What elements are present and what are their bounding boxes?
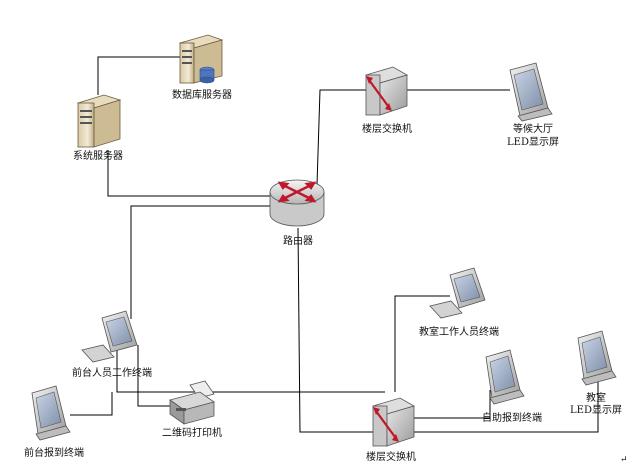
router-label: 路由器 bbox=[283, 236, 313, 247]
self-checkin-terminal-label: 自助报到终端 bbox=[482, 413, 542, 424]
database-server-icon bbox=[178, 34, 224, 84]
front-checkin-terminal-label: 前台报到终端 bbox=[24, 448, 84, 459]
paragraph-mark: ↵ bbox=[620, 455, 628, 465]
switch-icon-bottom bbox=[371, 397, 416, 447]
system-server-icon bbox=[76, 94, 122, 148]
switch-icon-top bbox=[364, 66, 409, 116]
front-desk-terminal-label: 前台人员工作终端 bbox=[72, 368, 152, 379]
workstation-icon-front-desk bbox=[81, 310, 138, 363]
link-system-db bbox=[97, 56, 180, 95]
link-frontdesk-printer bbox=[137, 345, 170, 407]
link-switch-classroom-display bbox=[413, 380, 599, 433]
printer-icon bbox=[169, 380, 215, 425]
switch-top-label: 楼层交换机 bbox=[362, 124, 412, 135]
waiting-hall-label-line2: LED显示屏 bbox=[507, 137, 559, 148]
monitor-icon-self-checkin bbox=[485, 349, 525, 405]
link-system-router bbox=[107, 150, 270, 197]
classroom-display-label-line1: 教室 bbox=[586, 393, 606, 404]
link-switch-clinic-terminal bbox=[394, 295, 450, 392]
link-router-front-desk bbox=[130, 205, 270, 319]
connection-lines bbox=[70, 56, 599, 433]
monitor-icon-classroom bbox=[577, 330, 617, 386]
system-server-label: 系统服务器 bbox=[73, 151, 123, 162]
classroom-display-label-line2: LED显示屏 bbox=[570, 405, 622, 416]
qr-printer-label: 二维码打印机 bbox=[162, 428, 222, 439]
link-router-switch-top bbox=[316, 89, 366, 186]
monitor-icon-waiting-hall bbox=[509, 62, 553, 122]
clinic-staff-terminal-label: 教室工作人员终端 bbox=[419, 327, 499, 338]
switch-bottom-label: 楼层交换机 bbox=[366, 452, 416, 463]
router-icon bbox=[269, 179, 325, 227]
monitor-icon-front-checkin bbox=[31, 385, 71, 441]
link-checkin-terminal bbox=[70, 392, 113, 416]
waiting-hall-label-line1: 等候大厅 bbox=[513, 124, 553, 135]
workstation-icon-clinic-staff bbox=[429, 267, 486, 319]
db-server-label: 数据库服务器 bbox=[172, 90, 232, 101]
link-switch-self-checkin bbox=[412, 390, 491, 419]
link-switch-frontdesk-bus bbox=[116, 345, 385, 393]
link-router-switch-bottom bbox=[297, 227, 373, 433]
